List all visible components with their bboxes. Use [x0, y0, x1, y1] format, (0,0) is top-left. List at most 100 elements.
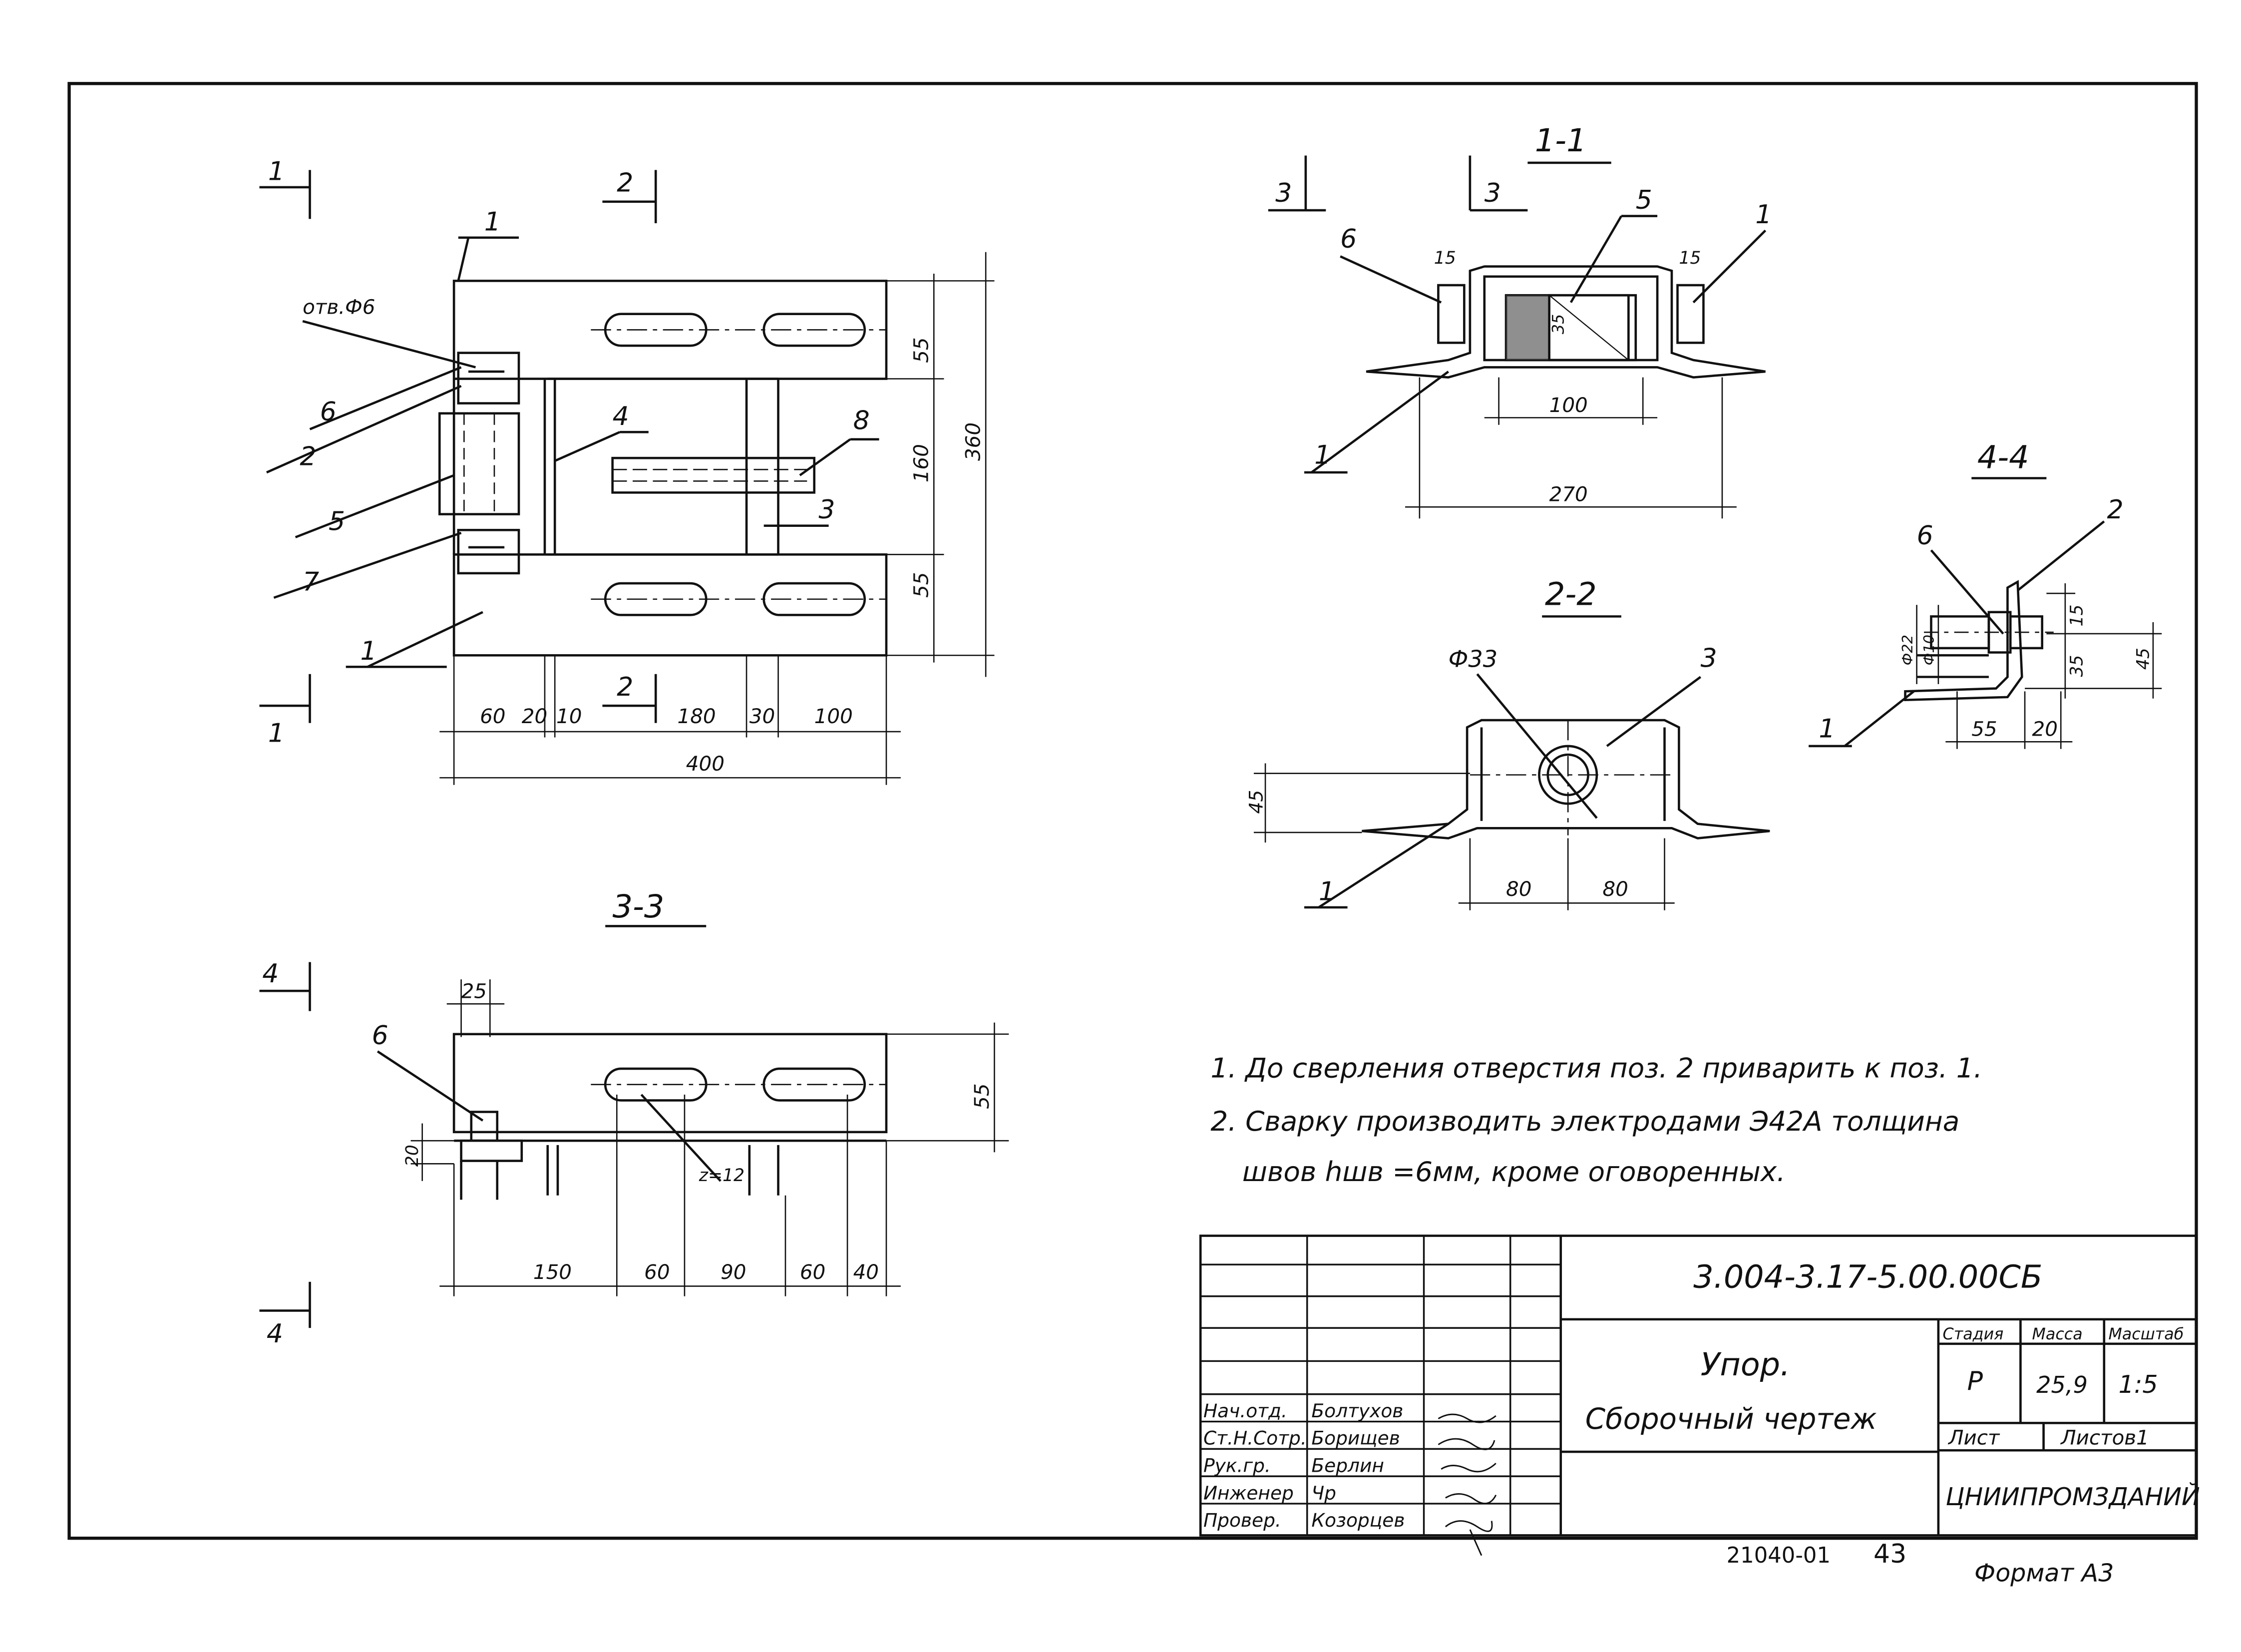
dim-40: 40 — [853, 1260, 879, 1284]
dim-35: 35 — [2067, 655, 2087, 677]
dim-45: 45 — [1245, 790, 1267, 814]
note-3: швов hшв =6мм, кроме оговоренных. — [1242, 1156, 1786, 1188]
staff-role-4: Инженер — [1203, 1482, 1294, 1504]
callout-diameter: Ф33 — [1449, 645, 1498, 672]
stage-value: Р — [1967, 1366, 1983, 1396]
scale-value: 1:5 — [2119, 1370, 2158, 1399]
section-3-3-labels: 3-3 4 4 6 z=12 25 20 55 150 60 90 60 40 — [262, 888, 994, 1349]
section-1-1 — [1268, 155, 1767, 519]
drawing-type: Сборочный чертеж — [1585, 1402, 1877, 1436]
callout-5: 5 — [1636, 185, 1652, 215]
section-2-2 — [1253, 615, 1770, 910]
mass-value: 25,9 — [2036, 1371, 2088, 1398]
dim-100: 100 — [1549, 394, 1588, 417]
section-mark-1-bottom: 1 — [268, 718, 285, 748]
section-4-4 — [1809, 477, 2162, 749]
dim-30: 30 — [749, 705, 775, 728]
callout-6: 6 — [1340, 224, 1357, 254]
dim-360: 360 — [962, 422, 985, 461]
callout-1-top: 1 — [484, 207, 501, 237]
staff-name-2: Борищев — [1311, 1427, 1400, 1449]
section-3-3-title: 3-3 — [613, 888, 665, 925]
callout-8: 8 — [853, 406, 870, 435]
dim-20: 20 — [522, 705, 547, 728]
callout-6: 6 — [372, 1021, 388, 1051]
callout-1: 1 — [1319, 877, 1335, 907]
section-1-1-labels: 1-1 3 3 6 5 1 1 15 15 35 100 270 — [1275, 122, 1772, 506]
callout-6: 6 — [1917, 521, 1933, 551]
dim-15: 15 — [2067, 605, 2087, 627]
staff-role-5: Провер. — [1203, 1509, 1281, 1531]
dim-15-right: 15 — [1679, 248, 1701, 268]
dim-60: 60 — [480, 705, 505, 728]
dim-270: 270 — [1549, 483, 1588, 506]
callout-z12: z=12 — [699, 1166, 745, 1186]
title-block — [1199, 1235, 2198, 1556]
section-mark-1-top: 1 — [268, 157, 285, 187]
callout-1: 1 — [1819, 714, 1835, 744]
dim-d22: Ф22 — [1899, 635, 1916, 666]
section-2-2-title: 2-2 — [1545, 575, 1597, 612]
callout-2: 2 — [2107, 495, 2124, 525]
callout-3: 3 — [818, 495, 835, 525]
dim-100: 100 — [814, 705, 853, 728]
note-1: 1. До сверления отверстия поз. 2 привари… — [1210, 1052, 1982, 1084]
dim-55-top: 55 — [910, 337, 933, 363]
section-mark-4-top: 4 — [262, 959, 279, 989]
staff-name-4: Чр — [1311, 1482, 1336, 1504]
technical-notes: 1. До сверления отверстия поз. 2 привари… — [1210, 1052, 1982, 1188]
dim-20: 20 — [402, 1145, 422, 1167]
callout-7: 7 — [303, 567, 319, 597]
plan-labels: 1 1 2 2 1 отв.Ф6 6 2 5 7 1 4 8 3 55 160 … — [268, 157, 985, 776]
dim-15-left: 15 — [1434, 248, 1456, 268]
page-number: 43 — [1873, 1539, 1906, 1569]
dim-80-right: 80 — [1602, 877, 1628, 901]
scale-header: Масштаб — [2108, 1325, 2184, 1343]
dim-90: 90 — [721, 1260, 746, 1284]
staff-name-5: Козорцев — [1311, 1509, 1405, 1531]
dim-80-left: 80 — [1506, 877, 1531, 901]
dim-55: 55 — [970, 1083, 994, 1109]
callout-1-top: 1 — [1755, 200, 1772, 230]
dim-60-right: 60 — [800, 1260, 825, 1284]
callout-1-bottom: 1 — [361, 636, 377, 666]
section-mark-3-right: 3 — [1485, 178, 1501, 208]
document-number: 3.004-3.17-5.00.00СБ — [1693, 1258, 2042, 1295]
callout-2: 2 — [300, 442, 316, 472]
staff-role-2: Ст.Н.Сотр. — [1203, 1427, 1307, 1449]
dim-55: 55 — [1971, 718, 1997, 741]
section-4-4-labels: 4-4 6 2 1 Ф22 Ф10 15 35 45 55 20 — [1819, 438, 2153, 744]
plan-view — [259, 170, 995, 785]
dim-45: 45 — [2133, 648, 2153, 670]
section-3-3 — [259, 925, 1009, 1328]
callout-4: 4 — [613, 402, 629, 431]
dim-25: 25 — [461, 980, 487, 1003]
section-4-4-title: 4-4 — [1977, 438, 2029, 475]
archive-number: 21040-01 — [1727, 1543, 1831, 1568]
sheet-format: Формат А3 — [1974, 1559, 2114, 1588]
stage-header: Стадия — [1943, 1325, 2004, 1343]
dim-400: 400 — [686, 752, 725, 776]
section-mark-3-left: 3 — [1275, 178, 1292, 208]
drawing-frame — [67, 82, 2198, 1540]
dim-180: 180 — [678, 705, 716, 728]
dim-35: 35 — [1549, 314, 1567, 334]
callout-5: 5 — [329, 506, 345, 536]
section-1-1-title: 1-1 — [1535, 122, 1587, 159]
staff-role-1: Нач.отд. — [1203, 1400, 1287, 1422]
note-2: 2. Сварку производить электродами Э42А т… — [1210, 1105, 1959, 1137]
dim-150: 150 — [533, 1260, 572, 1284]
callout-3: 3 — [1701, 643, 1717, 673]
dim-20: 20 — [2032, 718, 2058, 741]
dim-60-left: 60 — [644, 1260, 670, 1284]
dim-10: 10 — [556, 705, 582, 728]
staff-role-3: Рук.гр. — [1203, 1455, 1271, 1477]
sheet-footer: 21040-01 43 Формат А3 — [1727, 1539, 2114, 1587]
organization: ЦНИИПРОМЗДАНИЙ — [1945, 1482, 2200, 1511]
sheet-label: Лист — [1947, 1426, 2000, 1450]
dim-d10: Ф10 — [1920, 635, 1937, 666]
section-mark-4-bottom: 4 — [267, 1319, 283, 1349]
product-name: Упор. — [1701, 1346, 1791, 1383]
staff-name-3: Берлин — [1311, 1455, 1384, 1477]
